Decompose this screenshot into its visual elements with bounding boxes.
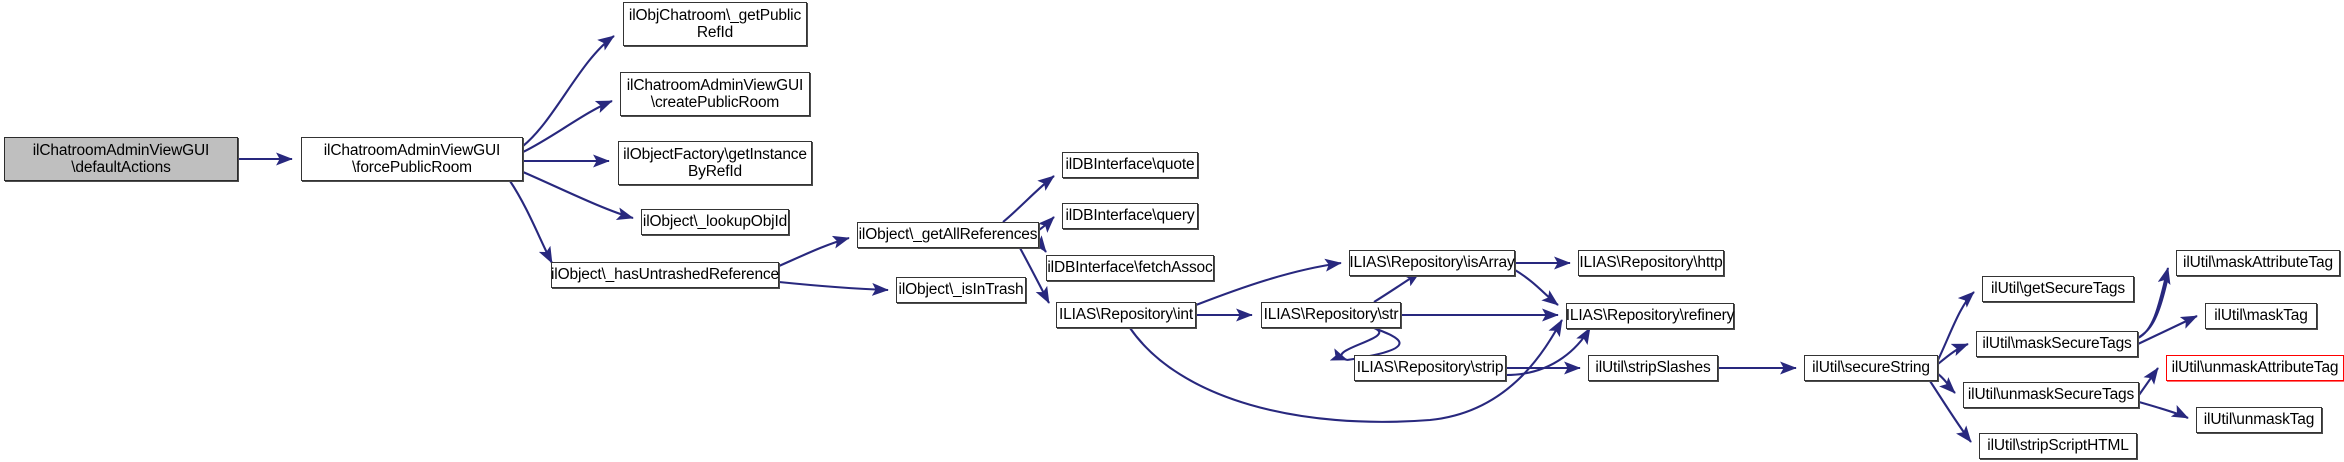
graph-node-label: ilUtil\unmaskSecureTags	[1967, 386, 2135, 404]
graph-edge	[1505, 327, 1591, 377]
graph-node-label: ilUtil\unmaskAttributeTag	[2171, 359, 2339, 377]
graph-node[interactable]: ILIAS\Repository\int	[1056, 302, 1196, 328]
graph-edge	[1937, 291, 1975, 361]
graph-node-label: ilObjectFactory\getInstance ByRefId	[623, 145, 807, 180]
graph-node-label: ILIAS\Repository\int	[1059, 306, 1193, 324]
graph-node-label: ilUtil\maskAttributeTag	[2183, 254, 2333, 272]
graph-edge	[778, 235, 850, 267]
graph-node-label: ilObject\_getAllReferences	[858, 226, 1038, 244]
graph-node[interactable]: ILIAS\Repository\refinery	[1566, 303, 1734, 329]
graph-node[interactable]: ilDBInterface\quote	[1062, 152, 1198, 178]
graph-node-label: ilUtil\secureString	[1812, 359, 1930, 377]
graph-node-label: ilUtil\unmaskTag	[2203, 411, 2315, 429]
graph-node-label: ilUtil\maskSecureTags	[1982, 335, 2132, 353]
graph-node[interactable]: ILIAS\Repository\http	[1578, 250, 1724, 276]
graph-node-label: ilUtil\stripScriptHTML	[1987, 437, 2129, 455]
graph-node[interactable]: ilUtil\stripSlashes	[1588, 355, 1718, 381]
graph-node-label: ilChatroomAdminViewGUI \createPublicRoom	[626, 76, 804, 111]
graph-node-label: ilUtil\maskTag	[2214, 307, 2308, 325]
graph-node[interactable]: ilUtil\unmaskSecureTags	[1963, 382, 2139, 408]
graph-edge	[509, 180, 553, 264]
graph-node-label: ilObject\_lookupObjId	[642, 213, 788, 231]
graph-node[interactable]: ILIAS\Repository\isArray	[1349, 250, 1515, 276]
graph-node[interactable]: ilObject\_lookupObjId	[641, 209, 789, 235]
graph-node[interactable]: ilUtil\unmaskAttributeTag	[2166, 355, 2344, 381]
graph-node-label: ilChatroomAdminViewGUI \defaultActions	[32, 141, 210, 176]
graph-edge	[2137, 268, 2168, 339]
graph-edge	[2138, 367, 2159, 396]
graph-node-label: ilDBInterface\fetchAssoc	[1047, 259, 1213, 277]
graph-node[interactable]: ilUtil\unmaskTag	[2196, 407, 2322, 433]
graph-node[interactable]: ilDBInterface\fetchAssoc	[1046, 255, 1214, 281]
graph-node[interactable]: ilUtil\secureString	[1804, 355, 1938, 381]
graph-node[interactable]: ILIAS\Repository\str	[1261, 302, 1401, 328]
graph-node[interactable]: ilObjectFactory\getInstance ByRefId	[618, 141, 812, 185]
graph-node-label: ILIAS\Repository\strip	[1356, 359, 1504, 377]
graph-edge	[1937, 373, 1956, 394]
graph-node[interactable]: ilObject\_getAllReferences	[857, 222, 1039, 248]
graph-node-label: ILIAS\Repository\str	[1263, 306, 1399, 324]
graph-node[interactable]: ilObject\_isInTrash	[896, 277, 1026, 303]
graph-node-label: ILIAS\Repository\isArray	[1349, 254, 1515, 272]
graph-edge	[522, 100, 613, 153]
graph-node[interactable]: ilUtil\maskSecureTags	[1976, 331, 2138, 357]
graph-edge	[778, 280, 889, 296]
graph-node-label: ilDBInterface\query	[1065, 207, 1195, 225]
graph-edge	[1195, 258, 1342, 306]
graph-node[interactable]: ILIAS\Repository\strip	[1354, 355, 1506, 381]
graph-edge	[1373, 271, 1421, 303]
graph-edge	[1002, 175, 1055, 223]
graph-node[interactable]: ilUtil\maskTag	[2205, 303, 2317, 329]
graph-edge	[522, 171, 634, 221]
graph-edge	[1514, 269, 1559, 306]
graph-edge	[522, 35, 615, 147]
graph-edge	[2138, 400, 2189, 419]
graph-node[interactable]: ilChatroomAdminViewGUI \defaultActions	[4, 137, 238, 181]
graph-node-label: ilObject\_hasUntrashedReference	[551, 266, 779, 284]
graph-node[interactable]: ilUtil\maskAttributeTag	[2176, 250, 2340, 276]
graph-node-label: ilUtil\stripSlashes	[1595, 359, 1711, 377]
graph-edge	[2137, 315, 2198, 345]
graph-node[interactable]: ilUtil\stripScriptHTML	[1979, 433, 2137, 459]
graph-node-label: ilObjChatroom\_getPublic RefId	[628, 6, 802, 41]
graph-node-label: ilDBInterface\quote	[1065, 156, 1195, 174]
graph-node-label: ilObject\_isInTrash	[898, 281, 1024, 299]
graph-node-label: ILIAS\Repository\refinery	[1565, 307, 1735, 325]
graph-node[interactable]: ilChatroomAdminViewGUI \forcePublicRoom	[301, 137, 523, 181]
graph-node-label: ILIAS\Repository\http	[1579, 254, 1723, 272]
graph-node[interactable]: ilDBInterface\query	[1062, 203, 1198, 229]
graph-edge	[1937, 343, 1969, 365]
graph-node[interactable]: ilObject\_hasUntrashedReference	[551, 262, 779, 288]
graph-node-label: ilChatroomAdminViewGUI \forcePublicRoom	[323, 141, 501, 176]
graph-node[interactable]: ilUtil\getSecureTags	[1982, 276, 2134, 302]
graph-node-label: ilUtil\getSecureTags	[1991, 280, 2125, 298]
graph-node[interactable]: ilObjChatroom\_getPublic RefId	[623, 2, 807, 46]
graph-node[interactable]: ilChatroomAdminViewGUI \createPublicRoom	[620, 72, 810, 116]
